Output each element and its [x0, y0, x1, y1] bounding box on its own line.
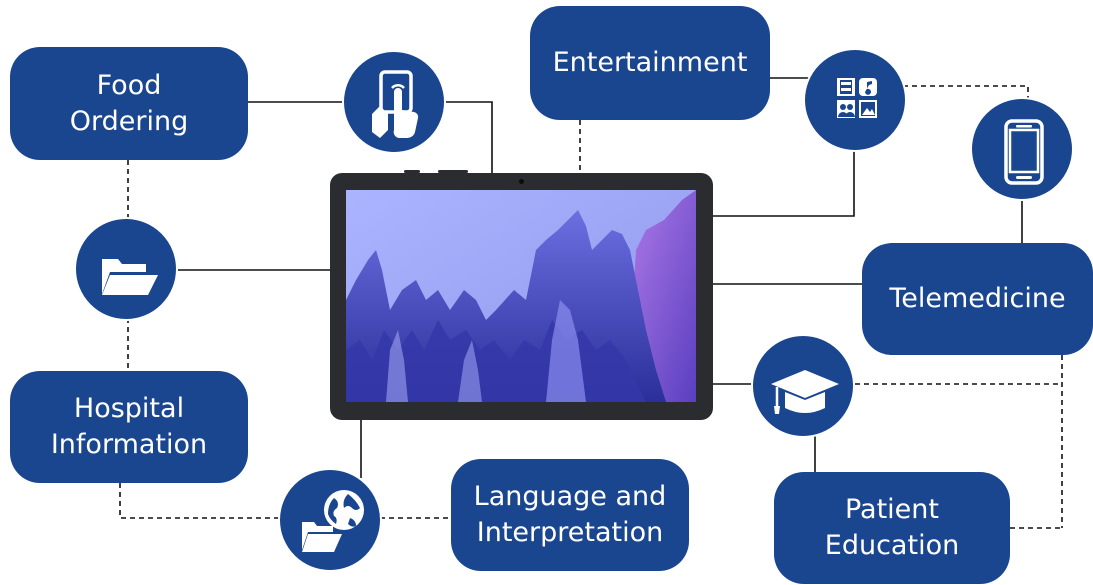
dash-hospital-globe: [119, 483, 282, 519]
smartphone-icon: [970, 97, 1074, 201]
folder-icon: [74, 217, 178, 321]
telemedicine-box: Telemedicine: [862, 243, 1093, 355]
tablet-volume-button: [404, 170, 420, 173]
globe-folder-icon: [278, 468, 382, 572]
line-touch-tablet: [248, 101, 493, 175]
language-interpretation-box: Language and Interpretation: [451, 459, 689, 571]
patient-education-box: Patient Education: [774, 472, 1010, 584]
hospital-information-box: Hospital Information: [10, 371, 248, 483]
tablet-device: [330, 170, 713, 420]
media-grid-icon: [803, 48, 907, 152]
graduation-cap-icon: [751, 334, 855, 438]
tablet-screen-wallpaper: [346, 190, 696, 402]
touch-hand-icon: [342, 50, 446, 154]
tablet-power-button: [438, 170, 468, 173]
food-ordering-box: Food Ordering: [10, 47, 248, 160]
tablet-camera: [519, 179, 524, 184]
line-media-tablet: [710, 140, 855, 217]
entertainment-box: Entertainment: [530, 6, 770, 120]
